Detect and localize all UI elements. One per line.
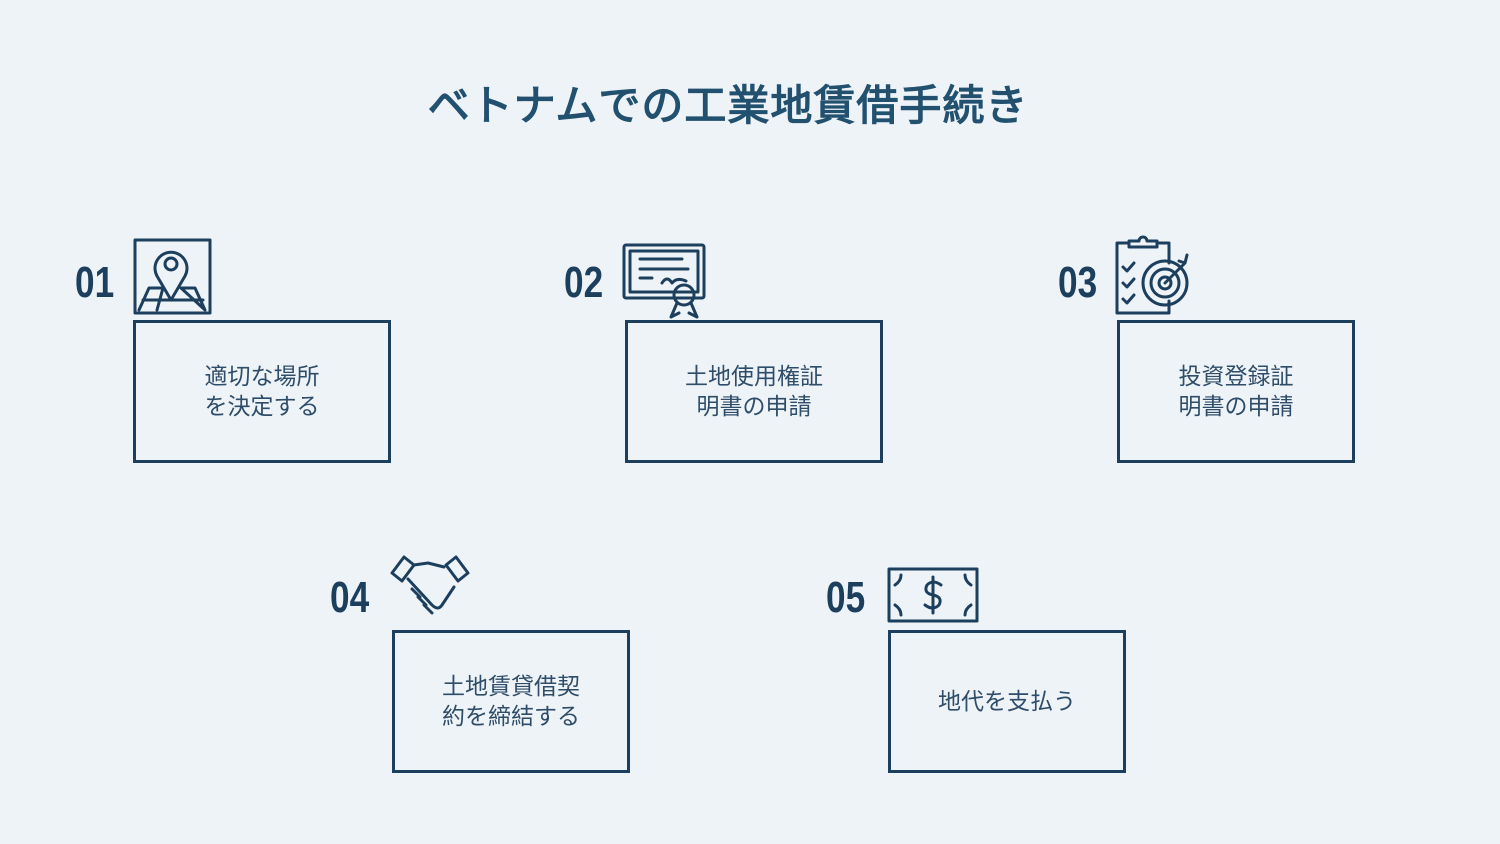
step-text: 投資登録証 bbox=[1178, 363, 1294, 390]
step-text: 適切な場所 bbox=[204, 363, 320, 390]
step-text: 明書の申請 bbox=[696, 393, 812, 420]
step-box-02: 土地使用権証明書の申請 bbox=[625, 320, 883, 463]
handshake-icon bbox=[390, 555, 470, 615]
step-number-04: 04 bbox=[330, 573, 370, 622]
step-text: 土地使用権証 bbox=[685, 363, 823, 390]
step-text: 地代を支払う bbox=[938, 688, 1076, 715]
step-number-03: 03 bbox=[1058, 258, 1098, 307]
step-number-02: 02 bbox=[564, 258, 604, 307]
step-text: 土地賃貸借契 bbox=[442, 673, 580, 700]
step-text: を決定する bbox=[204, 393, 320, 420]
clipboard-target-icon bbox=[1115, 235, 1189, 315]
step-box-04: 土地賃貸借契約を締結する bbox=[392, 630, 630, 773]
step-number-01: 01 bbox=[75, 258, 115, 307]
page-title: ベトナムでの工業地賃借手続き bbox=[427, 81, 1029, 130]
step-box-05: 地代を支払う bbox=[888, 630, 1126, 773]
certificate-icon bbox=[622, 243, 706, 319]
step-box-03: 投資登録証明書の申請 bbox=[1117, 320, 1355, 463]
step-box-01: 適切な場所を決定する bbox=[133, 320, 391, 463]
step-number-05: 05 bbox=[826, 573, 866, 622]
step-text: 約を締結する bbox=[442, 703, 580, 730]
step-text: 明書の申請 bbox=[1178, 393, 1294, 420]
dollar-bill-icon bbox=[887, 567, 979, 623]
map-pin-icon bbox=[133, 238, 212, 315]
